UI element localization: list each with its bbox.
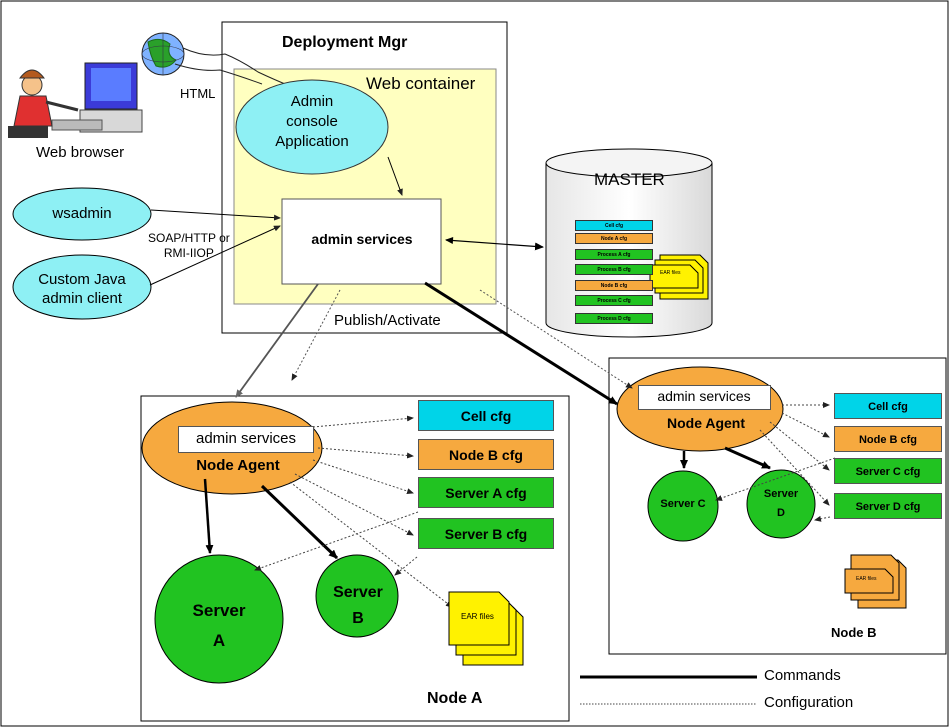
node-a-server-a-cfg: Server A cfg [418, 477, 554, 508]
wsadmin-arrow [150, 209, 281, 221]
server-a-label: Server A [192, 601, 246, 650]
node-a-cell-cfg: Cell cfg [418, 400, 554, 431]
server-b-circle [315, 554, 399, 638]
node-b-ear-files-icon [844, 554, 907, 609]
master-ear-label: EAR files [660, 270, 681, 276]
custom-client-arrow [149, 225, 281, 286]
server-b-label: Server B [333, 584, 383, 627]
master-process-a-cfg: Process A cfg [575, 249, 653, 260]
node-a-node-agent-label: Node Agent [196, 457, 280, 474]
html-connection-line [182, 47, 291, 87]
admin-console-ellipse [235, 79, 389, 175]
web-container-title: Web container [366, 74, 476, 93]
config-arrow-server-b-from-cfg [394, 556, 418, 576]
config-arrow-server-a-cfg [312, 459, 414, 494]
config-arrow-b-to-server-d [814, 515, 831, 522]
master-cell-cfg: Cell cfg [575, 220, 653, 231]
node-b-node-agent-label: Node Agent [666, 415, 746, 431]
custom-java-client-ellipse [12, 254, 152, 320]
console-to-admin-arrow [387, 156, 403, 196]
master-sync-arrow [445, 237, 544, 251]
legend-configuration-label: Configuration [764, 694, 854, 711]
master-title: MASTER [594, 170, 665, 189]
server-d-label: Server D [763, 488, 799, 519]
node-b-cell-cfg: Cell cfg [834, 393, 942, 419]
command-arrow-node-b [424, 281, 618, 406]
node-a-admin-services-label: admin services [195, 430, 297, 447]
master-process-b-cfg: Process B cfg [575, 264, 653, 275]
config-arrow-b-to-server-c [715, 457, 836, 501]
node-b-admin-services-label: admin services [657, 388, 751, 404]
config-arrow-b-server-c-cfg [769, 421, 830, 471]
node-b-node-cfg: Node B cfg [834, 426, 942, 452]
node-b-server-d-cfg: Server D cfg [834, 493, 942, 519]
master-node-a-cfg: Node A cfg [575, 233, 653, 244]
master-node-b-cfg: Node B cfg [575, 280, 653, 291]
node-a-admin-services-box [178, 426, 314, 453]
wsadmin-ellipse [12, 187, 152, 241]
dmgr-admin-services-box [281, 198, 442, 285]
dmgr-admin-services-label: admin services [311, 231, 413, 247]
internet-globe-icon [141, 32, 185, 76]
node-b-admin-services-box [638, 385, 771, 410]
web-browser-user-icon [8, 62, 143, 138]
wsadmin-label: wsadmin [52, 205, 112, 222]
config-arrow-node-a [291, 289, 341, 381]
server-a-circle [154, 554, 284, 684]
master-ear-files-icon [649, 254, 709, 300]
node-a-ear-label: EAR files [461, 612, 494, 621]
master-process-d-cfg: Process D cfg [575, 313, 653, 324]
master-process-c-cfg: Process C cfg [575, 295, 653, 306]
command-arrow-server-b [260, 484, 339, 560]
node-a-server-b-cfg: Server B cfg [418, 518, 554, 549]
server-c-label: Server C [660, 498, 706, 510]
config-arrow-server-a-from-cfg [254, 511, 419, 571]
web-browser-label: Web browser [36, 144, 125, 161]
html-label: HTML [180, 86, 216, 101]
html-connection-line [174, 63, 263, 85]
node-b-server-c-cfg: Server C cfg [834, 458, 942, 484]
command-arrow-server-d [724, 446, 771, 470]
node-b-title: Node B [831, 625, 877, 640]
server-d-circle [746, 469, 816, 539]
admin-console-label: Admin console Application [275, 93, 349, 150]
server-c-circle [647, 470, 719, 542]
node-a-ear-files-icon [448, 591, 524, 666]
command-arrow-server-a [203, 478, 214, 554]
legend-commands-label: Commands [764, 667, 841, 684]
publish-activate-label: Publish/Activate [334, 312, 441, 329]
config-arrow-b-server-d-cfg [759, 429, 830, 506]
node-a-node-cfg: Node B cfg [418, 439, 554, 470]
custom-java-client-label: Custom Java admin client [38, 271, 126, 307]
command-arrow-node-a [235, 283, 319, 398]
node-b-ear-label: EAR files [856, 576, 877, 582]
node-a-title: Node A [427, 690, 483, 707]
protocol-label: SOAP/HTTP or RMI-IIOP [148, 231, 230, 260]
config-arrow-cell-cfg [312, 415, 414, 428]
config-arrow-b-node [781, 412, 830, 438]
deployment-mgr-title: Deployment Mgr [282, 34, 408, 51]
